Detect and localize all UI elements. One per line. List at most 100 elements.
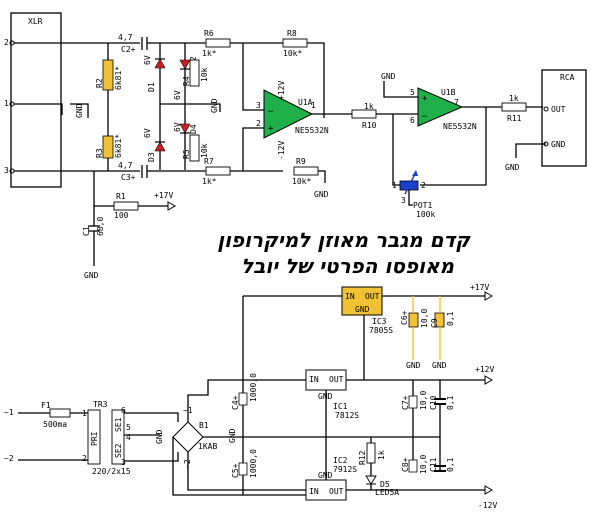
svg-text:SE2: SE2 (114, 443, 123, 458)
svg-text:+12V: +12V (475, 365, 494, 374)
svg-text:6k81*: 6k81* (114, 66, 123, 90)
svg-text:500ma: 500ma (43, 420, 67, 429)
svg-text:1k: 1k (377, 450, 386, 460)
rca-connector: RCA OUT GND (541, 69, 587, 167)
svg-text:R3: R3 (95, 148, 104, 158)
svg-text:C3+: C3+ (121, 173, 136, 182)
svg-text:7812S: 7812S (335, 411, 359, 420)
resistor-r2: R2 6k81* (95, 59, 123, 91)
svg-text:1k*: 1k* (202, 49, 217, 58)
svg-text:4: 4 (126, 433, 131, 442)
svg-text:1: 1 (82, 409, 87, 418)
resistor-r3: R3 6k81* (95, 134, 123, 159)
svg-text:C8+: C8+ (401, 457, 410, 472)
xlr-pin-1: 1 (4, 99, 9, 108)
potentiometer-pot1: 1 2 3 POT1 100k (392, 170, 435, 219)
fuse-f1: F1 500ma (41, 401, 71, 429)
svg-text:6: 6 (121, 406, 126, 415)
svg-text:C6+: C6+ (400, 310, 409, 325)
svg-text:R8: R8 (287, 29, 297, 38)
svg-text:GND: GND (314, 190, 329, 199)
svg-text:100k: 100k (416, 210, 435, 219)
svg-text:+17V: +17V (154, 191, 173, 200)
svg-text:OUT: OUT (365, 292, 380, 301)
capacitor-c11: C11 0,1 (429, 457, 455, 472)
svg-text:POT1: POT1 (413, 201, 432, 210)
svg-text:4,7: 4,7 (118, 33, 133, 42)
svg-text:IN: IN (309, 487, 319, 496)
svg-text:6: 6 (410, 116, 415, 125)
svg-text:LED5A: LED5A (375, 488, 399, 497)
svg-text:5: 5 (410, 88, 415, 97)
svg-text:−: − (422, 112, 428, 122)
svg-text:IC2: IC2 (333, 456, 348, 465)
svg-text:GND: GND (155, 429, 164, 444)
svg-text:R1: R1 (116, 192, 126, 201)
svg-text:GND: GND (355, 305, 370, 314)
svg-text:R2: R2 (95, 78, 104, 88)
svg-text:C4+: C4+ (231, 395, 240, 410)
resistor-r1: R1 100 (113, 192, 139, 220)
svg-text:OUT: OUT (551, 105, 566, 114)
svg-text:GND: GND (318, 471, 333, 480)
svg-text:1000,0: 1000,0 (249, 449, 258, 478)
capacitor-c6: C6+ 10,0 (400, 309, 429, 328)
svg-text:1: 1 (311, 101, 316, 110)
svg-text:R9: R9 (296, 157, 306, 166)
svg-text:2: 2 (256, 119, 261, 128)
svg-text:+12V: +12V (277, 81, 286, 100)
svg-text:+17V: +17V (470, 283, 489, 292)
xlr-pin-3: 3 (4, 166, 9, 175)
svg-text:1k: 1k (509, 94, 519, 103)
diode-d3: D3 6V (143, 128, 166, 162)
svg-text:D4: D4 (189, 124, 198, 134)
svg-text:6V: 6V (173, 122, 182, 132)
svg-text:TR3: TR3 (93, 400, 108, 409)
diode-d1: D1 6V (143, 55, 166, 92)
capacitor-c10: C10 0,1 (429, 395, 455, 410)
svg-text:2: 2 (421, 181, 426, 190)
svg-text:F1: F1 (41, 401, 51, 410)
svg-text:OUT: OUT (329, 375, 344, 384)
svg-text:1k*: 1k* (202, 177, 217, 186)
svg-text:R11: R11 (507, 114, 522, 123)
xlr-connector: XLR 2 1 3 (4, 12, 62, 188)
resistor-r6: R6 1k* (202, 29, 231, 58)
svg-text:10k*: 10k* (283, 49, 302, 58)
svg-text:-12V: -12V (277, 141, 286, 160)
svg-text:C11: C11 (429, 457, 438, 472)
transformer-tr3: TR3 220/2x15 PRI SE1 SE2 1 2 3 4 5 6 (82, 400, 131, 476)
capacitor-c8: C8+ 10,0 (401, 455, 428, 474)
resistor-r10: 1k R10 (351, 102, 377, 130)
svg-text:5: 5 (126, 423, 131, 432)
svg-text:+: + (268, 124, 274, 134)
capacitor-c4: C4+ 1000,0 (231, 373, 258, 410)
svg-text:C5+: C5+ (231, 463, 240, 478)
svg-text:1: 1 (392, 181, 397, 190)
opamp-u1b: + − 5 6 7 U1B NE5532N (410, 87, 477, 131)
svg-text:C10: C10 (429, 395, 438, 410)
svg-text:10,0: 10,0 (420, 309, 429, 328)
svg-text:SE1: SE1 (114, 417, 123, 432)
diode-d4: D4 6V (173, 122, 198, 134)
svg-text:-12V: -12V (478, 501, 497, 510)
svg-text:R5: R5 (182, 149, 191, 159)
resistor-r9: R9 10k* (292, 157, 319, 186)
svg-text:D5: D5 (380, 480, 390, 489)
svg-text:10k*: 10k* (292, 177, 311, 186)
svg-text:U1B: U1B (441, 88, 456, 97)
svg-text:3: 3 (401, 196, 406, 205)
regulator-ic1: IN OUT GND IC1 7812S (305, 369, 359, 420)
ac-input-2: ~2 (4, 454, 14, 463)
svg-text:1000,0: 1000,0 (249, 373, 258, 402)
svg-text:7912S: 7912S (333, 465, 357, 474)
xlr-pin-2: 2 (4, 38, 9, 47)
capacitor-c9: C9 0,1 (430, 311, 455, 328)
svg-text:RCA: RCA (560, 73, 575, 82)
svg-text:+: + (422, 94, 428, 104)
capacitor-c7: C7+ 10,0 (401, 391, 428, 410)
svg-text:IN: IN (309, 375, 319, 384)
resistor-r4: R4 10k (182, 59, 209, 87)
svg-text:68,0: 68,0 (96, 217, 105, 236)
